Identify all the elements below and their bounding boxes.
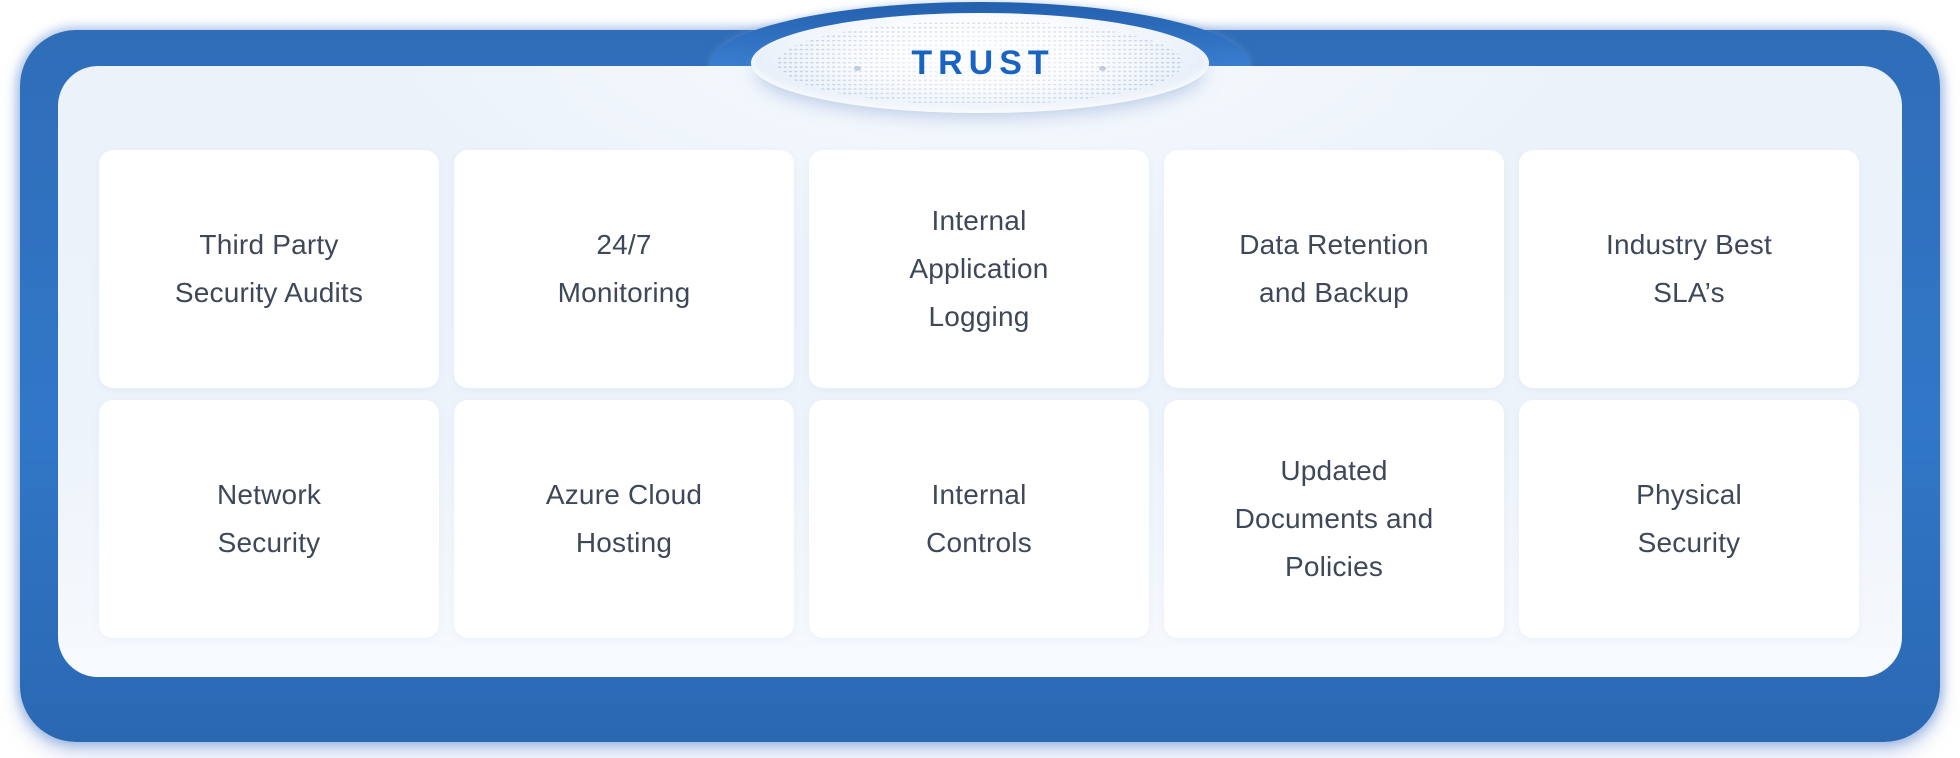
trust-badge: TRUST: [751, 13, 1209, 113]
content-panel: Third Party Security Audits 24/7 Monitor…: [58, 66, 1902, 677]
card-label: Azure Cloud Hosting: [545, 479, 703, 558]
card-label: 24/7 Monitoring: [557, 229, 691, 308]
card-label: Third Party Security Audits: [174, 229, 364, 308]
card-internal-application-logging: Internal Application Logging: [809, 150, 1149, 388]
card-label: Network Security: [216, 479, 322, 558]
card-network-security: Network Security: [99, 400, 439, 638]
badge-dot-left-icon: [854, 66, 861, 71]
card-24-7-monitoring: 24/7 Monitoring: [454, 150, 794, 388]
card-data-retention-and-backup: Data Retention and Backup: [1164, 150, 1504, 388]
card-label: Internal Application Logging: [909, 205, 1049, 332]
card-physical-security: Physical Security: [1519, 400, 1859, 638]
card-third-party-security-audits: Third Party Security Audits: [99, 150, 439, 388]
card-internal-controls: Internal Controls: [809, 400, 1149, 638]
card-azure-cloud-hosting: Azure Cloud Hosting: [454, 400, 794, 638]
card-industry-best-slas: Industry Best SLA’s: [1519, 150, 1859, 388]
card-label: Internal Controls: [926, 479, 1032, 558]
card-label: Updated Documents and Policies: [1234, 455, 1434, 582]
card-label: Physical Security: [1636, 479, 1742, 558]
card-label: Industry Best SLA’s: [1605, 229, 1772, 308]
card-updated-documents-and-policies: Updated Documents and Policies: [1164, 400, 1504, 638]
trust-badge-label: TRUST: [911, 43, 1055, 82]
card-label: Data Retention and Backup: [1239, 229, 1429, 308]
cards-grid: Third Party Security Audits 24/7 Monitor…: [99, 150, 1859, 638]
badge-dot-right-icon: [1099, 66, 1106, 71]
